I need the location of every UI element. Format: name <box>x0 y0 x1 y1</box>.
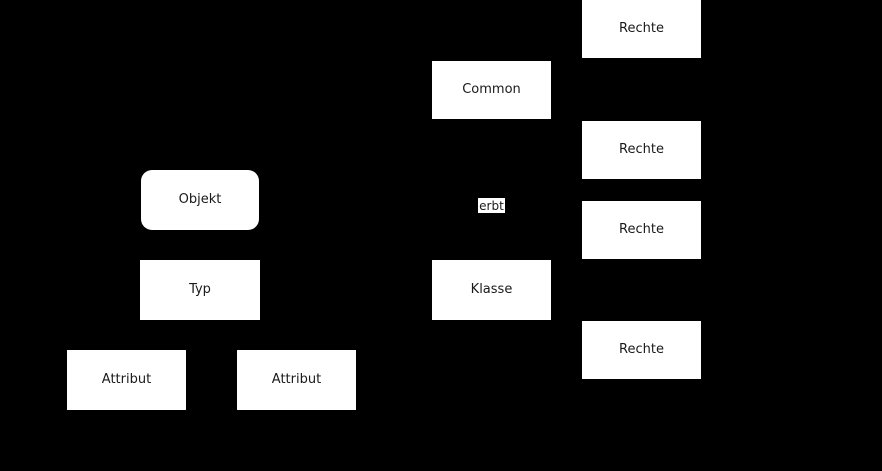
connector-typ-attribut2 <box>199 320 297 350</box>
node-rechte-2[interactable]: Rechte <box>582 121 701 179</box>
node-rechte-4-label: Rechte <box>619 342 664 358</box>
node-objekt[interactable]: Objekt <box>141 170 259 230</box>
node-common[interactable]: Common <box>432 61 551 119</box>
connector-common-rechte1 <box>551 28 582 91</box>
node-attribut-2-label: Attribut <box>271 372 322 388</box>
connector-klasse-rechte2 <box>551 149 582 291</box>
node-rechte-2-label: Rechte <box>619 142 664 158</box>
node-rechte-3[interactable]: Rechte <box>582 201 701 259</box>
node-typ-label: Typ <box>189 282 211 298</box>
node-klasse[interactable]: Klasse <box>432 260 551 320</box>
node-rechte-1-label: Rechte <box>619 21 664 37</box>
node-attribut-2[interactable]: Attribut <box>237 350 356 410</box>
node-attribut-1-label: Attribut <box>101 372 152 388</box>
node-rechte-4[interactable]: Rechte <box>582 321 701 379</box>
node-klasse-label: Klasse <box>470 282 513 298</box>
connector-typ-attribut1 <box>125 320 201 350</box>
connector-klasse-rechte3 <box>551 229 582 291</box>
node-common-label: Common <box>462 82 521 98</box>
node-typ[interactable]: Typ <box>140 260 260 320</box>
edge-label-erbt: erbt <box>478 198 505 213</box>
connector-klasse-rechte4 <box>551 289 582 351</box>
node-objekt-label: Objekt <box>178 192 222 208</box>
node-rechte-1[interactable]: Rechte <box>582 0 701 58</box>
edge-label-erbt-text: erbt <box>479 198 504 213</box>
node-attribut-1[interactable]: Attribut <box>67 350 186 410</box>
node-rechte-3-label: Rechte <box>619 222 664 238</box>
